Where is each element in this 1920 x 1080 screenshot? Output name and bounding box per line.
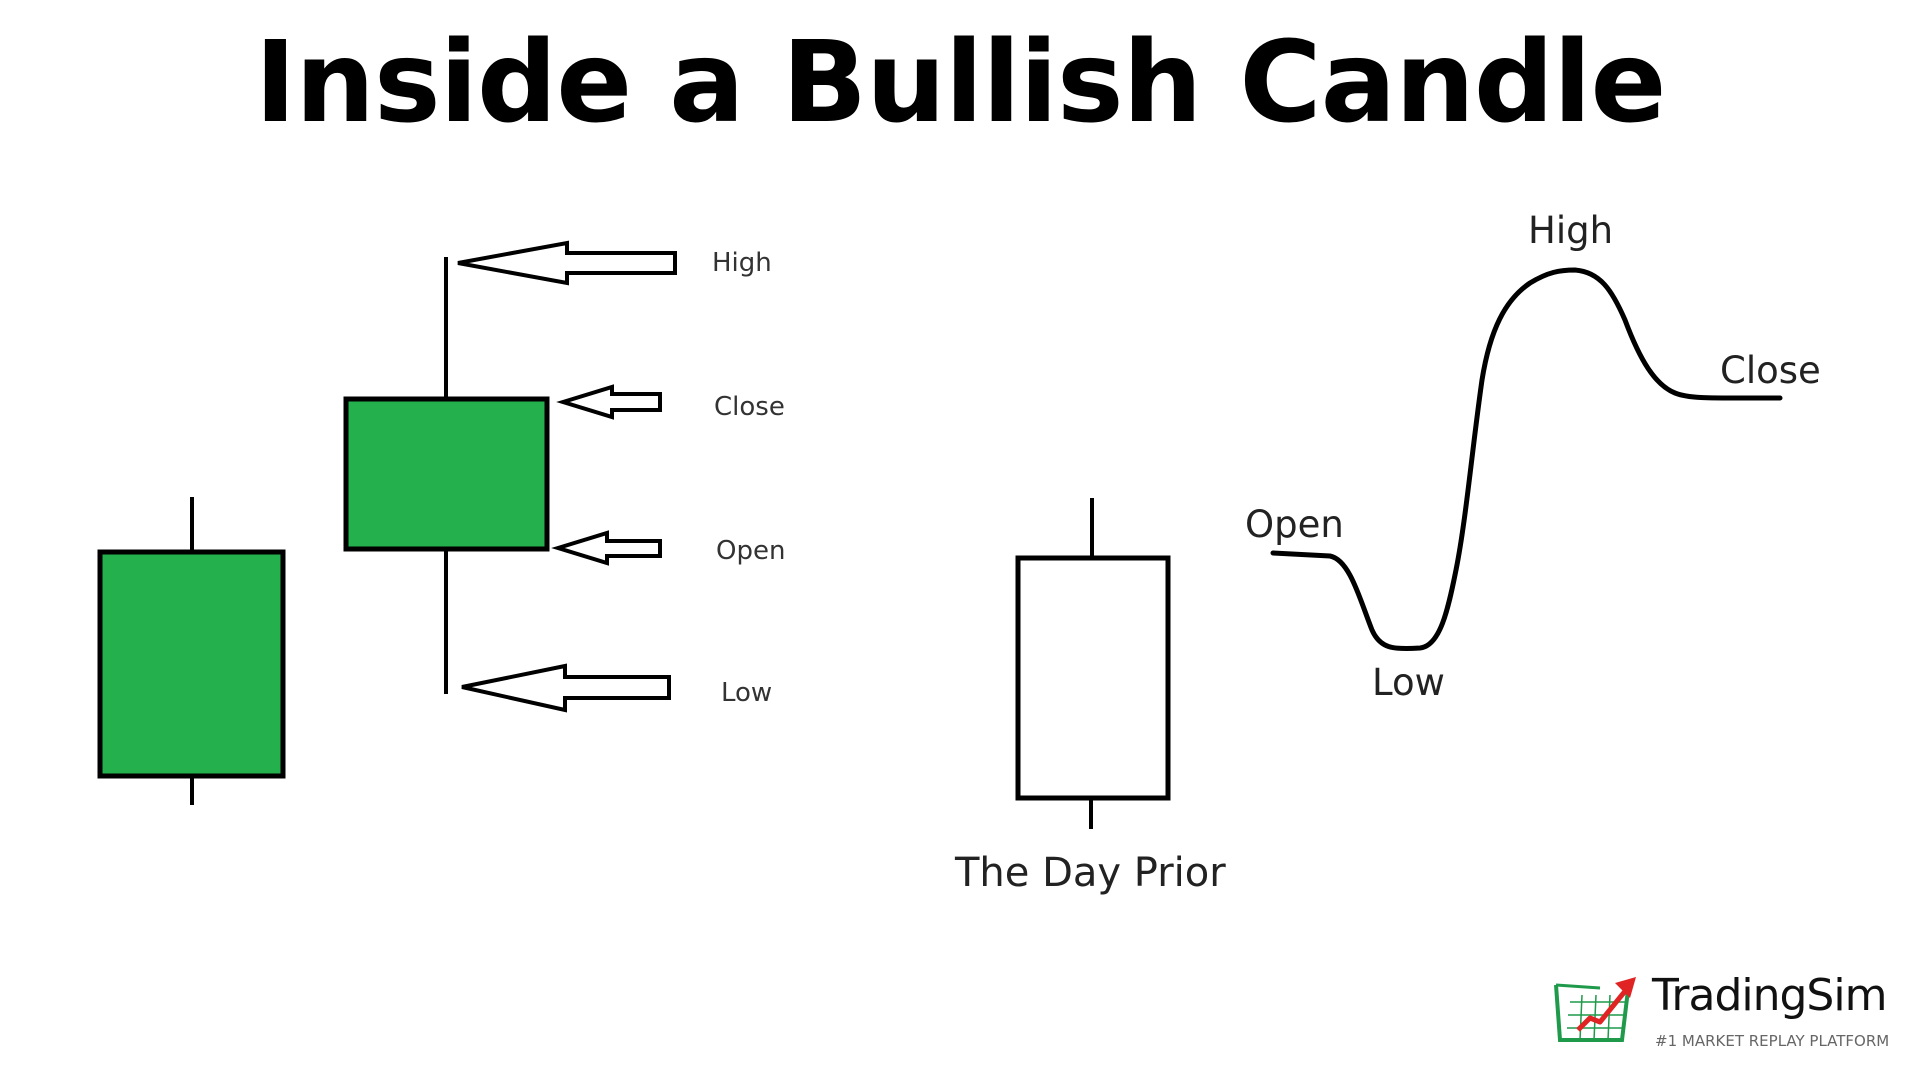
label-high: High	[712, 248, 772, 278]
page-title: Inside a Bullish Candle	[254, 18, 1667, 148]
path-label-high: High	[1528, 209, 1614, 252]
path-label-open: Open	[1245, 503, 1344, 546]
arrow-high	[457, 240, 677, 286]
day-prior-caption: The Day Prior	[955, 850, 1226, 896]
arrow-open	[551, 530, 662, 566]
label-open: Open	[716, 536, 786, 566]
path-label-close: Close	[1720, 349, 1821, 392]
label-low: Low	[721, 678, 773, 708]
path-label-low: Low	[1372, 661, 1445, 704]
day-prior-candle	[1015, 498, 1171, 829]
annotated-bullish-candle	[343, 257, 550, 694]
logo-tagline: #1 MARKET REPLAY PLATFORM	[1655, 1032, 1890, 1050]
arrow-close	[556, 384, 662, 420]
left-bullish-candle	[97, 497, 286, 805]
arrow-low	[461, 663, 671, 713]
label-close: Close	[714, 392, 785, 422]
logo-name: TradingSim	[1652, 970, 1887, 1021]
price-path-curve	[1270, 267, 1783, 652]
chart-up-arrow-icon	[1554, 977, 1636, 1042]
